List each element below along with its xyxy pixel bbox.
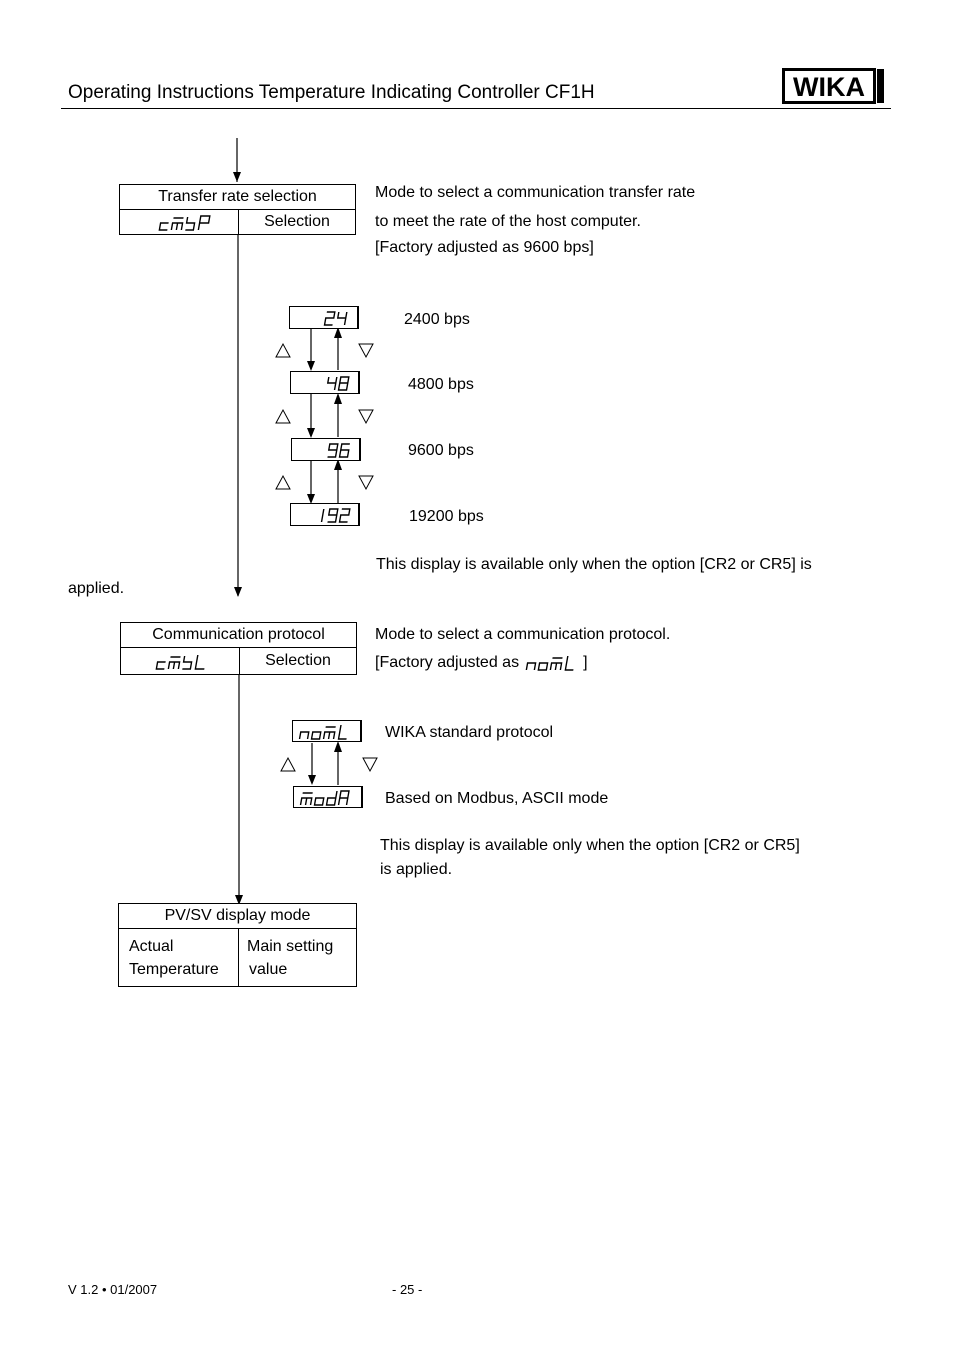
transfer-rate-selection-label: Selection — [264, 213, 330, 230]
pvsv-right-line2: value — [249, 961, 288, 978]
transfer-cycle-arrows — [307, 327, 342, 504]
protocol-title: Communication protocol — [152, 626, 325, 643]
transfer-desc-1: Mode to select a communication transfer … — [375, 184, 696, 201]
protocol-cycle-arrows — [308, 741, 342, 785]
option-2400-label: 2400 bps — [404, 311, 470, 328]
protocol-selection-label: Selection — [265, 652, 331, 669]
transfer-rate-title: Transfer rate selection — [158, 188, 317, 205]
transfer-desc-2: to meet the rate of the host computer. — [375, 213, 641, 230]
protocol-note-1: This display is available only when the … — [380, 837, 800, 854]
footer-page-number: - 25 - — [392, 1282, 423, 1297]
transfer-rate-code — [120, 210, 239, 234]
protocol-code — [121, 648, 240, 675]
transfer-note-2: applied. — [68, 580, 125, 597]
lcd-19200 — [290, 503, 360, 526]
protocol-box: Communication protocol Selection — [120, 622, 357, 675]
protocol-factory-suffix: ] — [583, 654, 588, 671]
lcd-4800 — [290, 371, 360, 394]
lcd-moda — [293, 786, 363, 808]
pvsv-title: PV/SV display mode — [164, 907, 311, 924]
option-9600-label: 9600 bps — [408, 442, 474, 459]
transfer-rate-box: Transfer rate selection Selection — [119, 184, 356, 235]
option-moda-label: Based on Modbus, ASCII mode — [385, 790, 609, 807]
down-triangle-icon — [358, 475, 374, 491]
svg-text:WIKA: WIKA — [793, 72, 865, 102]
down-triangle-icon — [358, 409, 374, 425]
protocol-factory-prefix: [Factory adjusted as — [375, 654, 520, 671]
wika-logo: WIKA — [782, 68, 884, 104]
page-title: Operating Instructions Temperature Indic… — [68, 82, 595, 103]
pvsv-right-cell: Main setting value — [239, 929, 356, 987]
transfer-desc-3: [Factory adjusted as 9600 bps] — [375, 239, 594, 256]
up-triangle-icon — [275, 474, 291, 490]
option-noml-label: WIKA standard protocol — [385, 724, 554, 741]
header-divider — [61, 108, 891, 109]
pvsv-right-line1: Main setting — [247, 938, 334, 955]
footer-version: V 1.2 • 01/2007 — [68, 1282, 158, 1297]
lcd-9600 — [291, 438, 361, 461]
option-19200-label: 19200 bps — [409, 508, 484, 525]
down-triangle-icon — [362, 757, 378, 773]
segment-code-cmsL — [155, 655, 205, 670]
up-triangle-icon — [275, 408, 291, 424]
option-4800-label: 4800 bps — [408, 376, 474, 393]
up-triangle-icon — [280, 756, 296, 772]
transfer-note-1: This display is available only when the … — [376, 556, 812, 573]
pvsv-left-line1: Actual — [129, 938, 174, 955]
pvsv-box: PV/SV display mode Actual Temperature Ma… — [118, 903, 357, 987]
lcd-noml — [292, 720, 362, 742]
up-triangle-icon — [275, 342, 291, 358]
protocol-desc-1: Mode to select a communication protocol. — [375, 626, 671, 643]
protocol-desc-2: [Factory adjusted as ] — [375, 653, 588, 673]
down-triangle-icon — [358, 343, 374, 359]
protocol-note-2: is applied. — [380, 861, 453, 878]
segment-code-cmsP — [158, 215, 211, 231]
segment-code-noml — [525, 656, 574, 671]
pvsv-left-line2: Temperature — [129, 961, 219, 978]
pvsv-left-cell: Actual Temperature — [119, 929, 239, 987]
lcd-2400 — [289, 306, 359, 329]
